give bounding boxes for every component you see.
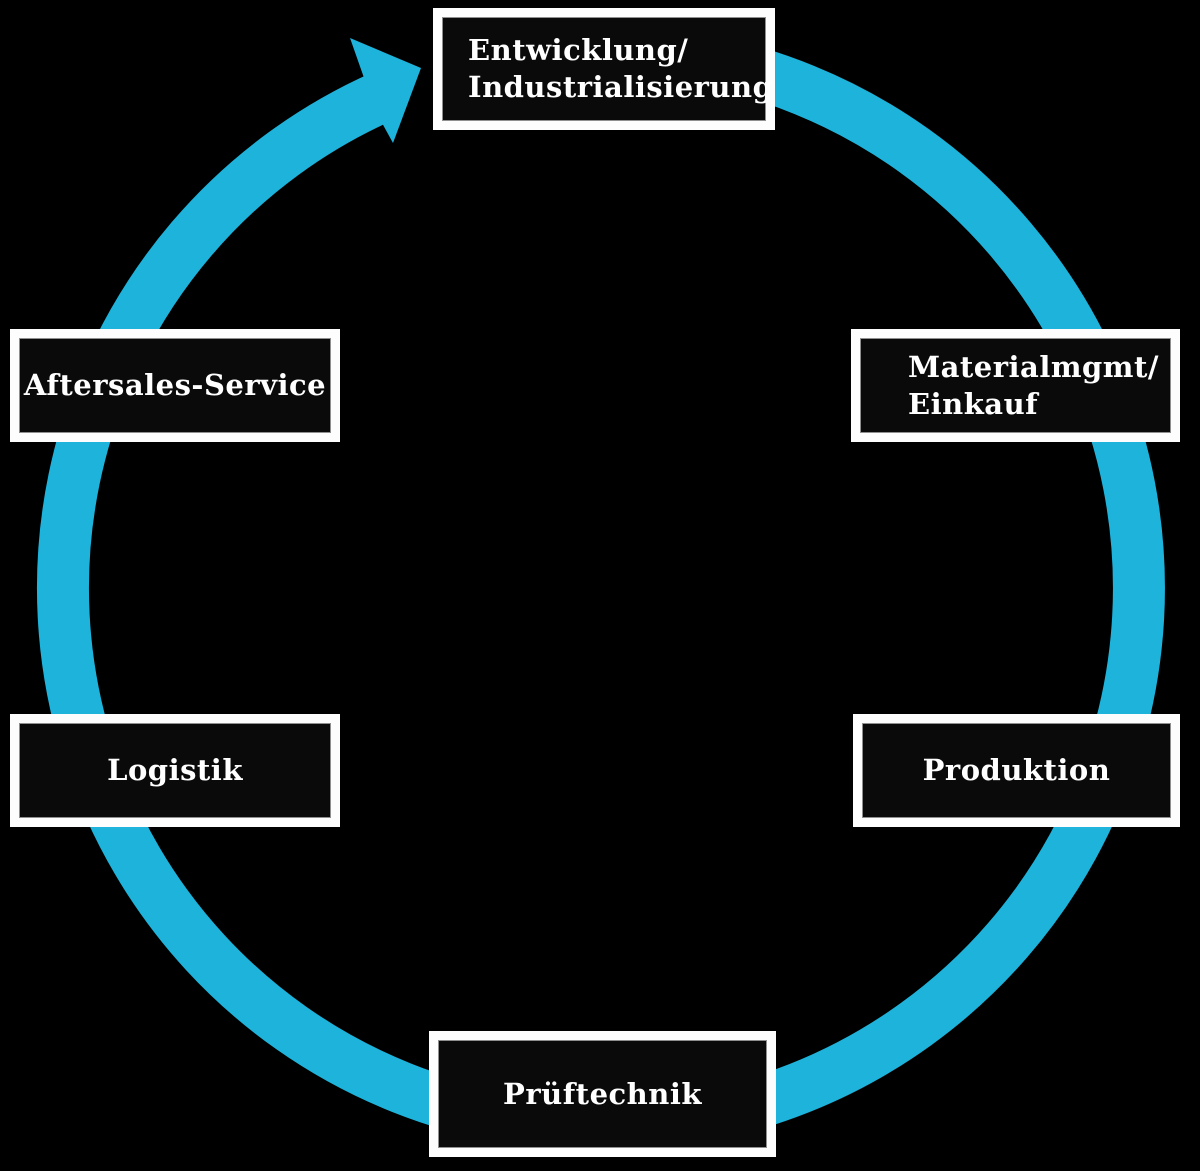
node-logistik: Logistik: [10, 714, 340, 827]
node-entwicklung-industrialisierung: Entwicklung/ Industrialisierung: [433, 8, 775, 130]
node-label-line: Materialmgmt/: [908, 349, 1159, 384]
node-aftersales-service: Aftersales-Service: [10, 329, 340, 442]
node-label-line: Aftersales-Service: [23, 368, 327, 402]
node-label-line: Logistik: [107, 753, 243, 787]
node-label-line: Industrialisierung: [468, 70, 774, 104]
node-label-line: Prüftechnik: [503, 1076, 702, 1111]
node-prueftechnik: Prüftechnik: [429, 1031, 776, 1157]
cycle-arc: [36, 32, 1165, 1153]
node-label-line: Einkauf: [908, 386, 1039, 421]
node-label-line: Produktion: [922, 753, 1111, 787]
node-materialmgmt-einkauf: Materialmgmt/ Einkauf: [851, 329, 1180, 442]
cycle-arrowhead-icon: [350, 38, 421, 143]
node-label-line: Entwicklung/: [468, 33, 689, 67]
node-produktion: Produktion: [853, 714, 1180, 827]
